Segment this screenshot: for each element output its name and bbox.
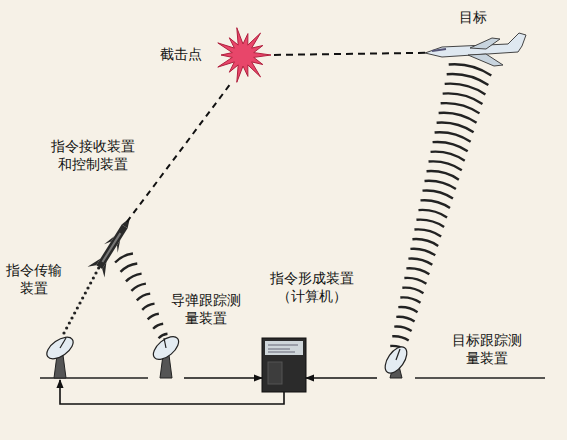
radar-wave xyxy=(431,152,465,161)
signal-arrow xyxy=(60,380,284,404)
computer-node: 指令形成装置 （计算机） xyxy=(262,338,306,392)
radar-wave xyxy=(445,84,486,95)
device-label: 指令接收装置 和控制装置 xyxy=(48,138,138,173)
radar-wave xyxy=(429,161,462,170)
explosion-burst xyxy=(218,28,271,83)
missile xyxy=(88,213,139,278)
plane-node: 目标 xyxy=(425,33,526,69)
signal-dot xyxy=(78,301,81,304)
radar-wave xyxy=(441,103,480,113)
radar-wave xyxy=(449,64,492,75)
signal-dot xyxy=(94,271,97,274)
signal-dot xyxy=(84,291,87,294)
radar-wave xyxy=(137,294,150,301)
radar-wave xyxy=(400,297,420,302)
device-label: 目标 xyxy=(453,9,493,27)
antenna-node: 指令传输装置 xyxy=(42,334,78,380)
radar-wave xyxy=(437,123,474,133)
radar-wave xyxy=(410,249,435,256)
radar-wave xyxy=(148,314,159,320)
radar-wave xyxy=(412,239,438,246)
radar-wave xyxy=(433,142,468,151)
radar-wave xyxy=(435,132,471,142)
signal-dot xyxy=(86,286,89,289)
radar-beams xyxy=(62,64,491,350)
antenna-node: 导弹跟踪测量装置 xyxy=(148,334,184,380)
missile-tracking-antenna xyxy=(149,332,182,378)
radar-wave xyxy=(406,268,429,274)
radar-wave xyxy=(418,210,447,218)
trajectory-line xyxy=(127,82,232,222)
target-tracking-antenna xyxy=(381,343,411,378)
radar-wave xyxy=(159,334,168,338)
radar-wave xyxy=(126,274,142,282)
radar-wave xyxy=(392,336,408,340)
radar-wave xyxy=(439,113,477,123)
device-label: 导弹跟踪测量装置 xyxy=(168,292,244,327)
radar-wave xyxy=(420,200,450,208)
device-label: 目标跟踪测量装置 xyxy=(449,332,525,367)
radar-wave xyxy=(396,317,414,322)
radar-wave xyxy=(402,288,423,294)
signal-dot xyxy=(81,296,84,299)
signal-dot xyxy=(62,331,65,334)
device-label: 指令形成装置 （计算机） xyxy=(266,270,358,305)
signal-arrow xyxy=(184,377,262,379)
device-label: 指令传输装置 xyxy=(4,262,64,297)
radar-wave xyxy=(447,74,489,85)
radar-wave xyxy=(404,278,426,284)
device-label: 截击点 xyxy=(151,46,211,64)
signal-dot xyxy=(70,316,73,319)
signal-dot xyxy=(76,306,79,309)
radar-wave xyxy=(423,190,453,198)
radar-wave xyxy=(142,304,154,310)
trajectory-line xyxy=(271,53,425,55)
burst-node: 截击点 xyxy=(215,28,271,82)
signal-dot xyxy=(73,311,76,314)
missile-node: 指令接收装置 和控制装置 xyxy=(90,222,136,268)
target-plane xyxy=(425,33,526,66)
radar-wave xyxy=(427,171,459,180)
radar-wave xyxy=(425,181,456,189)
command-antenna xyxy=(43,333,77,378)
radar-wave xyxy=(443,93,483,104)
signal-dot xyxy=(89,281,92,284)
computer xyxy=(262,338,306,392)
radar-wave xyxy=(153,324,163,329)
signal-dot xyxy=(68,321,71,324)
antenna-node: 目标跟踪测量装置 xyxy=(377,345,415,380)
radar-wave xyxy=(120,264,137,272)
radar-wave xyxy=(115,254,133,263)
radar-wave xyxy=(131,284,146,291)
signal-arrow xyxy=(306,377,377,379)
radar-wave xyxy=(414,229,441,236)
radar-wave xyxy=(408,258,432,264)
signal-dot xyxy=(65,326,68,329)
radar-wave xyxy=(416,220,444,227)
signal-dot xyxy=(92,276,95,279)
radar-wave xyxy=(394,326,411,331)
radar-wave xyxy=(398,307,417,312)
